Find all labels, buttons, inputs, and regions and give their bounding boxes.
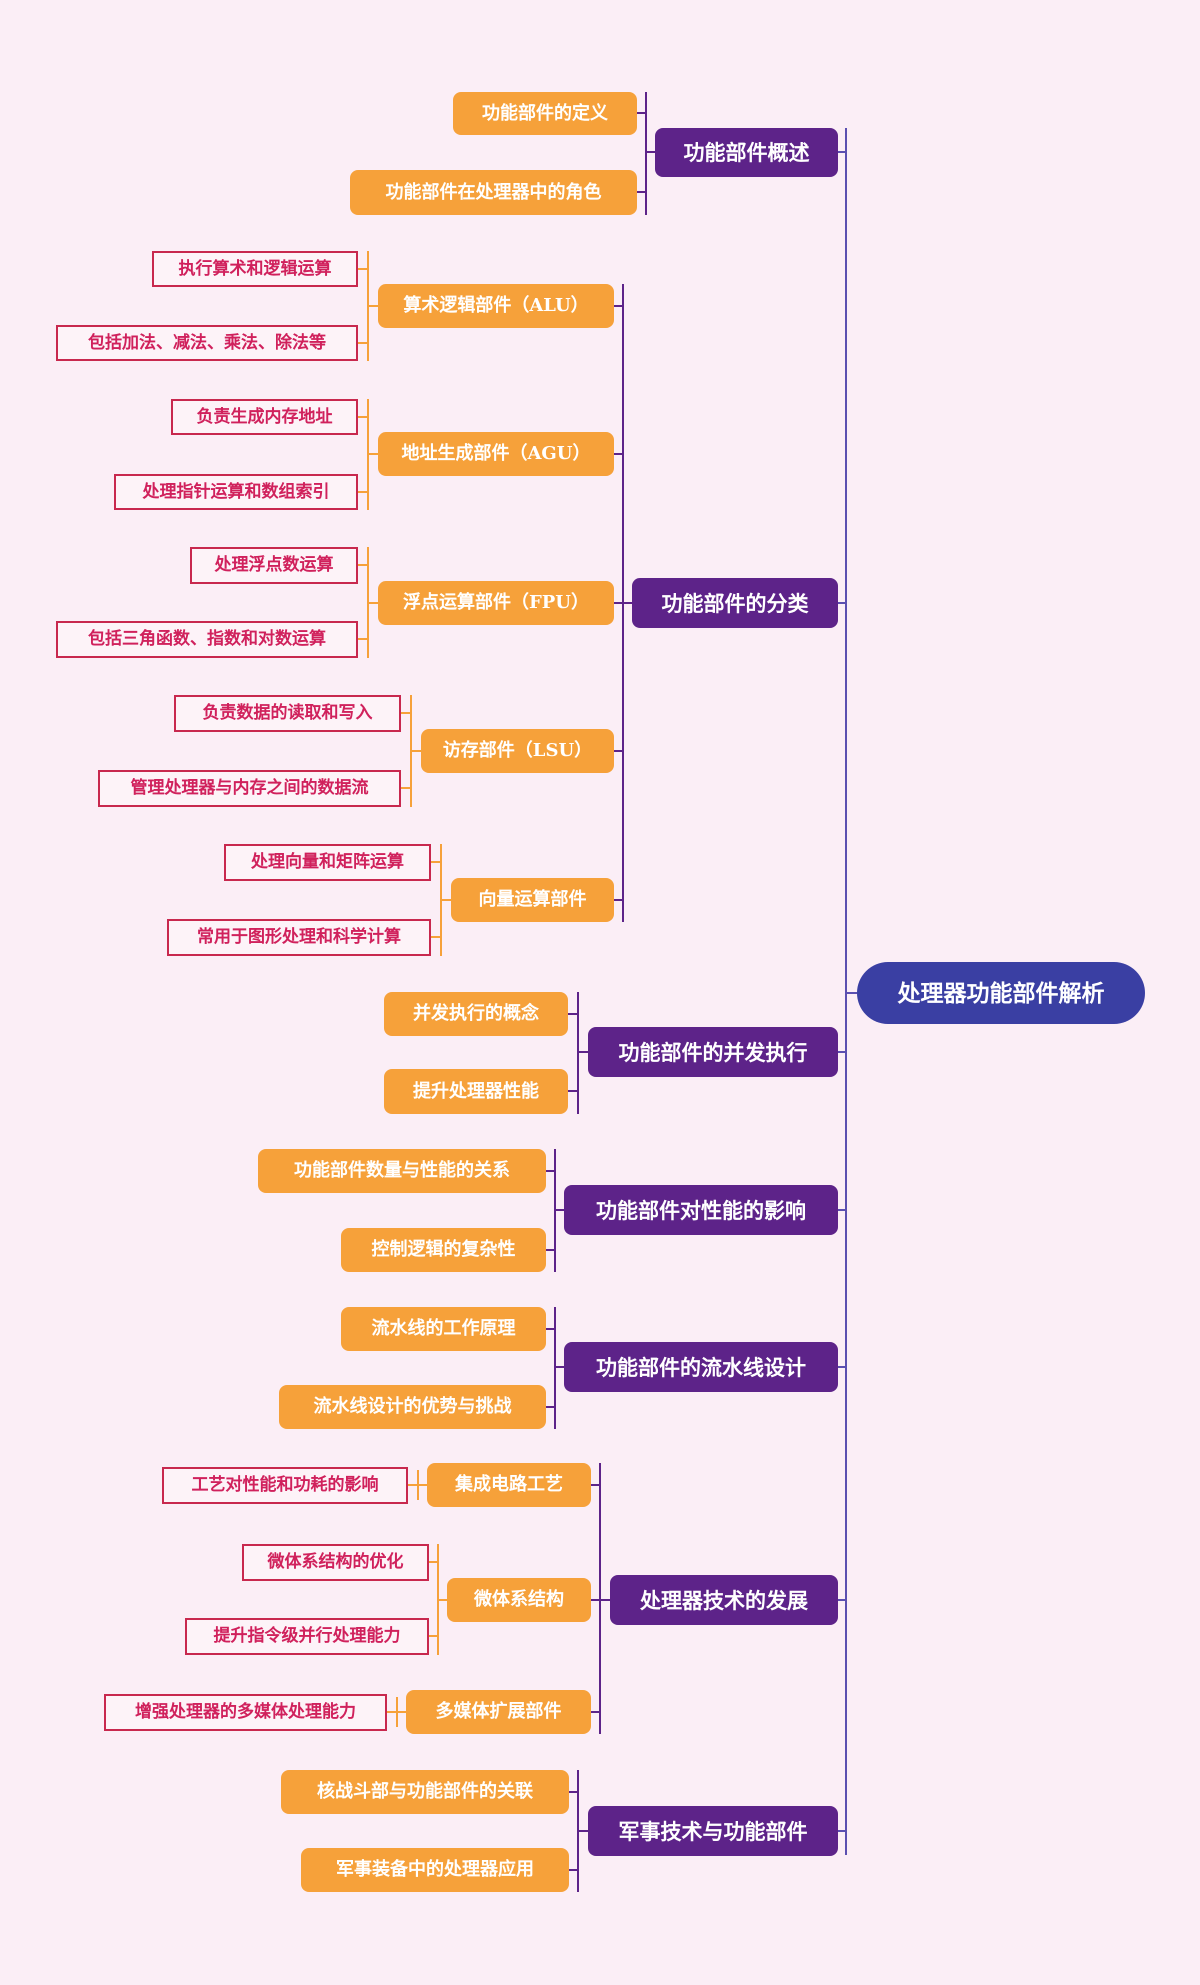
detail-process-impact[interactable]: 工艺对性能和功耗的影响 [162,1467,408,1504]
detail-agu-address[interactable]: 负责生成内存地址 [171,399,358,435]
topic-concurrency-concept[interactable]: 并发执行的概念 [384,992,568,1036]
branch-concurrency[interactable]: 功能部件的并发执行 [588,1027,838,1077]
detail-multimedia[interactable]: 增强处理器的多媒体处理能力 [104,1694,387,1731]
branch-overview[interactable]: 功能部件概述 [655,128,838,177]
topic-warhead[interactable]: 核战斗部与功能部件的关联 [281,1770,569,1814]
topic-multimedia-extension[interactable]: 多媒体扩展部件 [406,1690,591,1734]
detail-fpu-float[interactable]: 处理浮点数运算 [190,547,358,584]
detail-ilp[interactable]: 提升指令级并行处理能力 [185,1618,429,1655]
detail-lsu-rw[interactable]: 负责数据的读取和写入 [174,695,401,732]
topic-pipeline-pros-cons[interactable]: 流水线设计的优势与挑战 [279,1385,546,1429]
detail-agu-pointer[interactable]: 处理指针运算和数组索引 [114,474,358,510]
branch-military[interactable]: 军事技术与功能部件 [588,1806,838,1856]
topic-vector[interactable]: 向量运算部件 [451,878,614,922]
detail-alu-logic[interactable]: 执行算术和逻辑运算 [152,251,358,287]
root-node[interactable]: 处理器功能部件解析 [857,962,1145,1024]
detail-vector-usage[interactable]: 常用于图形处理和科学计算 [167,919,431,956]
topic-definition[interactable]: 功能部件的定义 [453,92,637,135]
topic-microarchitecture[interactable]: 微体系结构 [447,1578,591,1622]
detail-alu-ops[interactable]: 包括加法、减法、乘法、除法等 [56,325,358,361]
topic-military-equipment[interactable]: 军事装备中的处理器应用 [301,1848,569,1892]
topic-role[interactable]: 功能部件在处理器中的角色 [350,170,637,215]
detail-microarch-optimize[interactable]: 微体系结构的优化 [242,1544,429,1581]
topic-control-complexity[interactable]: 控制逻辑的复杂性 [341,1228,546,1272]
branch-classification[interactable]: 功能部件的分类 [632,578,838,628]
branch-technology[interactable]: 处理器技术的发展 [610,1575,838,1625]
topic-alu[interactable]: 算术逻辑部件（ALU） [378,284,614,328]
detail-vector-matrix[interactable]: 处理向量和矩阵运算 [224,844,431,881]
branch-pipeline[interactable]: 功能部件的流水线设计 [564,1342,838,1392]
topic-agu[interactable]: 地址生成部件（AGU） [378,432,614,476]
topic-ic-process[interactable]: 集成电路工艺 [427,1463,591,1507]
detail-lsu-flow[interactable]: 管理处理器与内存之间的数据流 [98,770,401,807]
topic-performance-boost[interactable]: 提升处理器性能 [384,1069,568,1114]
branch-performance-impact[interactable]: 功能部件对性能的影响 [564,1185,838,1235]
detail-fpu-math[interactable]: 包括三角函数、指数和对数运算 [56,621,358,658]
topic-count-performance[interactable]: 功能部件数量与性能的关系 [258,1149,546,1193]
topic-lsu[interactable]: 访存部件（LSU） [421,729,614,773]
topic-pipeline-principle[interactable]: 流水线的工作原理 [341,1307,546,1351]
topic-fpu[interactable]: 浮点运算部件（FPU） [378,581,614,625]
